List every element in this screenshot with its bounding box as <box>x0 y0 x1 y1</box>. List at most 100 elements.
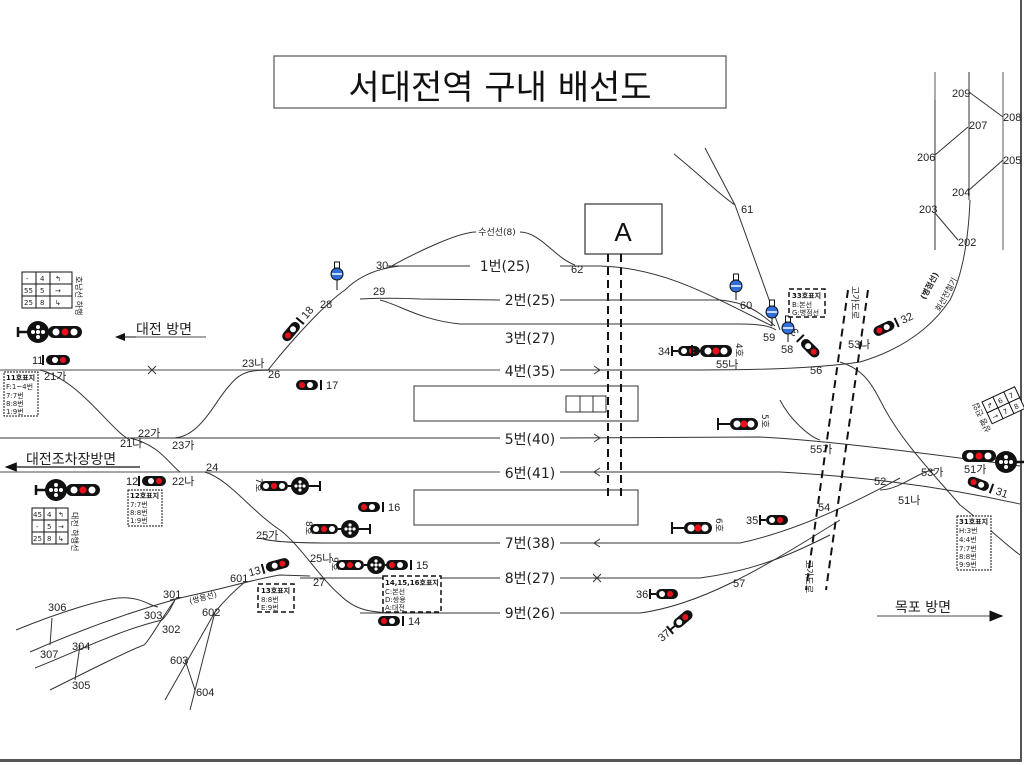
switch-305: 305 <box>72 680 90 692</box>
switch-61: 61 <box>741 204 753 216</box>
track-3-label: 3번(27) <box>505 331 556 347</box>
switch-51na: 51나 <box>898 494 920 507</box>
svg-text:↳: ↳ <box>58 535 64 543</box>
signal-16: 16 <box>358 502 400 514</box>
route-signal-4: 4호 <box>691 343 744 357</box>
svg-text:12호표지: 12호표지 <box>130 491 159 500</box>
track-9-label: 9번(26) <box>505 606 556 622</box>
svg-text:11호표지: 11호표지 <box>6 373 35 382</box>
signal-36: 36 <box>636 589 678 601</box>
signal-home-depot <box>34 479 100 501</box>
svg-text:31호표지: 31호표지 <box>959 517 988 526</box>
svg-text:11: 11 <box>32 355 43 367</box>
svg-text:8:8번: 8:8번 <box>261 595 279 604</box>
indicator-box-11: 11호표지 F:1~4번 7:7번 8:8번 1:9번 <box>3 371 39 417</box>
track-1 <box>388 265 773 327</box>
signal-15: 15 <box>386 560 428 572</box>
svg-text:D:쌍용: D:쌍용 <box>385 595 406 604</box>
dir-daejeon: 대전 방면 <box>136 322 192 338</box>
switch-numbers: 21가 21나 22가 22나 23가 23나 24 25가 25나 26 27… <box>40 88 1021 699</box>
indicator-box-33: 33호표지 B:본선 G:병점선 <box>788 288 826 318</box>
switch-25na: 25나 <box>310 552 332 565</box>
svg-text:1:9번: 1:9번 <box>6 407 24 416</box>
svg-text:-: - <box>26 275 29 283</box>
box-a <box>584 203 663 255</box>
svg-text:8:8번: 8:8번 <box>6 399 24 408</box>
svg-text:9호: 9호 <box>329 557 340 571</box>
switch-53ga: 53가 <box>921 466 943 479</box>
switch-307: 307 <box>40 649 58 661</box>
track-3 <box>379 299 777 331</box>
signal-11: 11 <box>32 355 70 367</box>
svg-text:5: 5 <box>40 287 44 295</box>
siding-track <box>387 231 576 269</box>
indicator-box-12: 12호표지 7:7번 8:8번 1:9번 <box>127 489 163 527</box>
svg-text:7: 7 <box>1008 391 1015 400</box>
route-26-30 <box>267 265 401 371</box>
svg-text:4: 4 <box>40 275 45 283</box>
svg-text:36: 36 <box>636 589 648 601</box>
switch-22na: 22나 <box>172 475 194 488</box>
branch-602-604 <box>164 581 246 711</box>
track-7-label: 7번(38) <box>505 536 556 552</box>
svg-text:대전 하행선: 대전 하행선 <box>70 512 80 551</box>
svg-text:16: 16 <box>388 502 400 514</box>
switch-60: 60 <box>740 300 752 312</box>
route-signal-5: 5호 <box>717 414 770 430</box>
switch-205: 205 <box>1003 155 1021 167</box>
svg-text:8: 8 <box>40 299 44 307</box>
switch-206: 206 <box>917 152 935 164</box>
signal-34: 34 <box>658 346 700 358</box>
signal-12: 12 <box>126 476 166 488</box>
switch-54: 54 <box>818 502 830 514</box>
switch-304: 304 <box>72 641 90 653</box>
signal-home-daejeon <box>16 321 82 343</box>
track-6-right <box>560 471 1021 505</box>
svg-text:13호표지: 13호표지 <box>261 586 290 595</box>
switch-51ga: 51가 <box>964 463 986 476</box>
box-a-label: A <box>614 217 632 247</box>
svg-text:F:1~4번: F:1~4번 <box>6 382 33 391</box>
signal-17: 17 <box>296 380 338 392</box>
svg-text:6호: 6호 <box>713 518 724 532</box>
svg-text:4:4번: 4:4번 <box>959 535 977 544</box>
switch-203: 203 <box>919 204 937 216</box>
signal-13: 13 <box>247 558 290 579</box>
platform-1 <box>413 385 639 422</box>
svg-text:-: - <box>36 523 39 531</box>
switch-202: 202 <box>958 237 976 249</box>
svg-text:7:7번: 7:7번 <box>959 544 977 553</box>
switch-52: 52 <box>874 476 886 488</box>
switch-604: 604 <box>196 687 214 699</box>
svg-text:12: 12 <box>126 476 138 488</box>
svg-text:↰: ↰ <box>58 511 64 519</box>
ssangyong-line <box>169 574 311 601</box>
svg-text:17: 17 <box>326 380 338 392</box>
switch-22ga: 22가 <box>138 427 160 440</box>
signals: 11 12 13 14 15 <box>16 261 1024 644</box>
svg-text:31: 31 <box>994 486 1010 501</box>
svg-text:8호: 8호 <box>303 521 314 535</box>
switch-24: 24 <box>206 462 218 474</box>
route-signal-8-west: 9호 <box>329 556 388 574</box>
svg-text:↰: ↰ <box>55 275 61 283</box>
switch-59: 59 <box>763 332 775 344</box>
switch-209: 209 <box>952 88 970 100</box>
shunt-signal-58 <box>781 315 795 342</box>
signal-35: 35 <box>746 515 788 527</box>
switch-25 <box>259 537 331 544</box>
shunt-signal-59 <box>765 299 779 326</box>
svg-text:G:병점선: G:병점선 <box>792 308 819 317</box>
switch-62: 62 <box>571 264 583 276</box>
dir-depot: 대전조차장방면 <box>26 452 116 468</box>
svg-text:호남선 하행: 호남선 하행 <box>74 276 84 315</box>
shunt-signal-28 <box>330 261 344 290</box>
switch-56: 56 <box>810 365 822 377</box>
switch-602: 602 <box>202 607 220 619</box>
switch-21ga: 21가 <box>44 370 66 383</box>
dir-mokpo: 목포 방면 <box>895 600 951 616</box>
overpass-right-1 <box>805 289 849 591</box>
page-title: 서대전역 구내 배선도 <box>348 68 651 108</box>
siding-label: 수선선(8) <box>478 227 516 238</box>
